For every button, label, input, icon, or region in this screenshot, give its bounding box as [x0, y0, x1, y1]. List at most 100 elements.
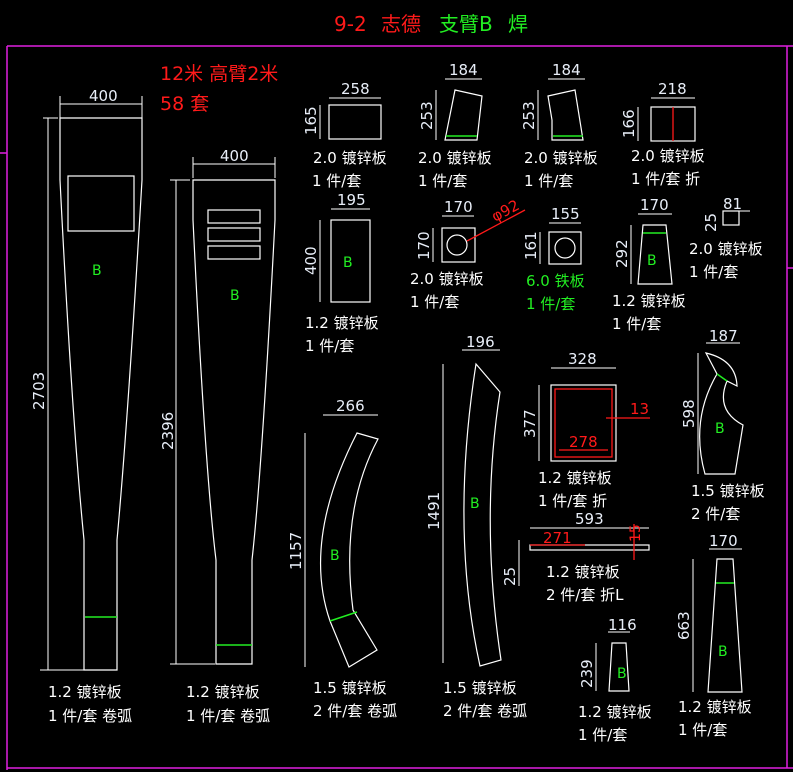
dim-height: 1157	[287, 532, 305, 570]
bend-dim: 271	[543, 529, 572, 547]
part-p3: 258 165 2.0 镀锌板 1 件/套	[302, 80, 387, 190]
dim-height: 25	[501, 567, 519, 586]
dim-height: 25	[702, 213, 720, 232]
subtitle-spec: 12米 高臂2米	[160, 63, 278, 85]
part-mark: B	[92, 263, 102, 279]
qty-label: 1 件/套	[526, 295, 575, 313]
dim-height: 598	[680, 399, 698, 428]
dim-width: 400	[89, 87, 118, 105]
offset-dim: 13	[630, 400, 649, 418]
dim-width: 170	[640, 196, 669, 214]
part-p14: 328 377 278 13 1.2 镀锌板 1 件/套 折	[521, 350, 650, 510]
qty-label: 1 件/套	[578, 726, 627, 744]
flange-dim: 15	[628, 524, 644, 542]
qty-label: 1 件/套	[612, 315, 661, 333]
dim-height: 663	[675, 611, 693, 640]
title-client: 志德	[381, 12, 421, 36]
part-p12: 266 1157 B 1.5 镀锌板 2 件/套 卷弧	[287, 397, 397, 720]
dim-width: 195	[337, 191, 366, 209]
dim-height: 400	[302, 246, 320, 275]
material-label: 1.2 镀锌板	[186, 683, 260, 701]
dim-width: 81	[723, 195, 742, 213]
part-p11: 81 25 2.0 镀锌板 1 件/套	[689, 195, 763, 281]
part-mark: B	[230, 288, 240, 304]
dim-height: 2396	[159, 412, 177, 450]
qty-label: 1 件/套	[418, 172, 467, 190]
dim-height: 253	[418, 101, 436, 130]
dim-width: 184	[449, 61, 478, 79]
qty-label: 1 件/套	[410, 293, 459, 311]
qty-label: 1 件/套	[678, 721, 727, 739]
qty-label: 2 件/套 折L	[546, 586, 624, 604]
part-p6: 218 166 2.0 镀锌板 1 件/套 折	[620, 80, 705, 188]
material-label: 1.5 镀锌板	[313, 679, 387, 697]
dim-width: 170	[444, 198, 473, 216]
title-part: 支臂B	[439, 12, 493, 36]
material-label: 2.0 镀锌板	[410, 270, 484, 288]
part-mark: B	[647, 253, 657, 269]
dim-width: 184	[552, 61, 581, 79]
material-label: 2.0 镀锌板	[313, 149, 387, 167]
dim-height: 166	[620, 109, 638, 138]
title-code: 9-2	[334, 12, 367, 36]
dim-width: 593	[575, 510, 604, 528]
material-label: 6.0 铁板	[526, 272, 585, 290]
dim-width: 170	[709, 532, 738, 550]
part-p7: 195 400 B 1.2 镀锌板 1 件/套	[302, 191, 379, 355]
dim-width: 196	[466, 333, 495, 351]
inner-dim: 278	[569, 433, 598, 451]
dim-height: 292	[613, 239, 631, 268]
material-label: 2.0 镀锌板	[418, 149, 492, 167]
material-label: 1.2 镀锌板	[305, 314, 379, 332]
part-p15: 187 598 B 1.5 镀锌板 2 件/套	[680, 327, 765, 523]
qty-label: 2 件/套 卷弧	[443, 702, 527, 720]
qty-label: 2 件/套	[691, 505, 740, 523]
material-label: 1.2 镀锌板	[612, 292, 686, 310]
part-p9: 155 161 6.0 铁板 1 件/套	[522, 205, 585, 313]
dim-height: 170	[415, 231, 433, 260]
material-label: 1.2 镀锌板	[578, 703, 652, 721]
material-label: 1.2 镀锌板	[678, 698, 752, 716]
part-p18: 170 663 B 1.2 镀锌板 1 件/套	[675, 532, 752, 739]
drawing-frame	[0, 45, 793, 770]
part-mark: B	[343, 255, 353, 271]
dim-width: 400	[220, 147, 249, 165]
material-label: 2.0 镀锌板	[631, 147, 705, 165]
dim-width: 155	[551, 205, 580, 223]
material-label: 2.0 镀锌板	[524, 149, 598, 167]
part-p4: 184 253 2.0 镀锌板 1 件/套	[418, 61, 492, 190]
dim-height: 377	[521, 409, 539, 438]
part-mark: B	[470, 496, 480, 512]
material-label: 1.5 镀锌板	[443, 679, 517, 697]
part-p10: 170 292 B 1.2 镀锌板 1 件/套	[612, 196, 686, 333]
dim-height: 239	[578, 659, 596, 688]
part-mark: B	[718, 644, 728, 660]
dim-height: 253	[520, 101, 538, 130]
qty-label: 1 件/套 折	[631, 170, 700, 188]
material-label: 1.2 镀锌板	[538, 469, 612, 487]
material-label: 1.5 镀锌板	[691, 482, 765, 500]
material-label: 2.0 镀锌板	[689, 240, 763, 258]
qty-label: 2 件/套 卷弧	[313, 702, 397, 720]
dim-width: 187	[709, 327, 738, 345]
dim-width: 218	[658, 80, 687, 98]
title-weld: 焊	[508, 12, 528, 36]
dim-width: 266	[336, 397, 365, 415]
qty-label: 1 件/套	[312, 172, 361, 190]
dim-width: 258	[341, 80, 370, 98]
part-p8: 170 170 φ92 2.0 镀锌板 1 件/套	[410, 196, 526, 311]
dim-height: 165	[302, 106, 320, 135]
dim-width: 116	[608, 616, 637, 634]
part-mark: B	[715, 421, 725, 437]
part-p1: 400 2703 B 1.2 镀锌板 1 件/套 卷弧	[30, 87, 143, 725]
qty-label: 1 件/套 折	[538, 492, 607, 510]
part-mark: B	[330, 548, 340, 564]
qty-label: 1 件/套 卷弧	[186, 707, 270, 725]
subtitle-qty: 58 套	[160, 93, 209, 115]
part-p2: 400 2396 B 1.2 镀锌板 1 件/套 卷弧	[159, 147, 276, 725]
dim-height: 2703	[30, 372, 48, 410]
qty-label: 1 件/套	[524, 172, 573, 190]
material-label: 1.2 镀锌板	[48, 683, 122, 701]
dim-width: 328	[568, 350, 597, 368]
